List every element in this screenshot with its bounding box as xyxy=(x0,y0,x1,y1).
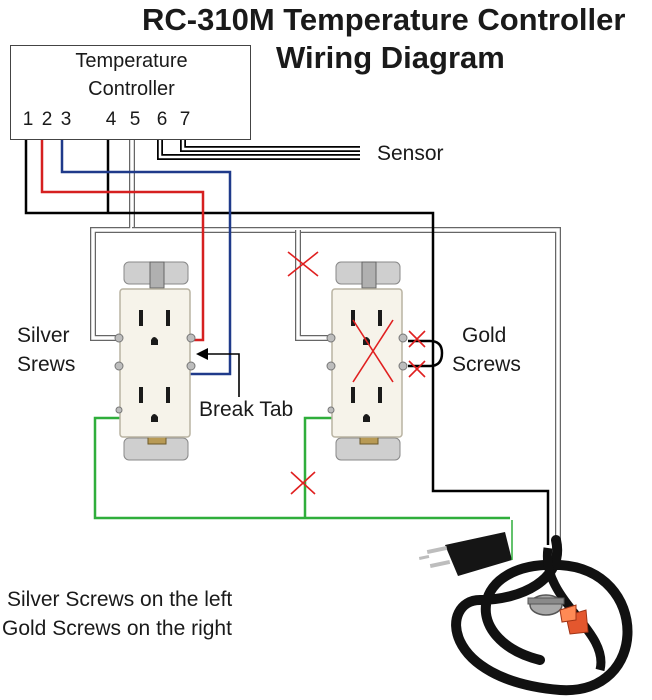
left-outlet xyxy=(114,261,196,461)
sensor-label: Sensor xyxy=(377,142,444,165)
x-mark-ground xyxy=(290,471,316,495)
note-line2: Gold Screws on the right xyxy=(2,617,232,640)
cord-clamp-icon xyxy=(527,594,565,616)
power-cord xyxy=(418,520,633,696)
silver-screws-label-line2: Srews xyxy=(17,353,76,376)
wire-nut-icon xyxy=(559,604,589,635)
diagram-title-line2: Wiring Diagram xyxy=(276,40,505,75)
terminal-4: 4 xyxy=(105,109,117,130)
break-tab-label: Break Tab xyxy=(199,398,294,421)
diagram-title-line1: RC-310M Temperature Controller xyxy=(142,2,626,37)
terminal-6: 6 xyxy=(156,109,168,130)
x-mark-outlet xyxy=(352,319,394,383)
remove-marks xyxy=(287,251,426,495)
terminal-3: 3 xyxy=(60,109,72,130)
plug-icon xyxy=(418,532,512,576)
hot-wires xyxy=(24,140,550,545)
controller-label-line2: Controller xyxy=(88,78,175,100)
terminal-1: 1 xyxy=(22,109,34,130)
controller-label-line1: Temperature xyxy=(75,50,188,72)
cool-wire xyxy=(60,140,232,376)
heat-wire xyxy=(40,140,205,342)
sensor-leads xyxy=(157,140,360,160)
temperature-controller-box: Temperature Controller 1 2 3 4 5 6 7 xyxy=(10,45,251,140)
terminal-7: 7 xyxy=(179,109,191,130)
terminal-5: 5 xyxy=(129,109,141,130)
gold-screws-label-line2: Screws xyxy=(452,353,521,376)
gold-screws-label-line1: Gold xyxy=(462,324,507,347)
x-mark-gold-upper xyxy=(408,330,426,348)
break-tab-arrow xyxy=(196,348,240,397)
x-mark-gold-lower xyxy=(408,360,426,378)
silver-screws-label-line1: Silver xyxy=(17,324,70,347)
note-line1: Silver Screws on the left xyxy=(7,588,233,611)
x-mark-top xyxy=(287,251,319,277)
terminal-2: 2 xyxy=(41,109,53,130)
neutral-wires xyxy=(90,140,561,545)
